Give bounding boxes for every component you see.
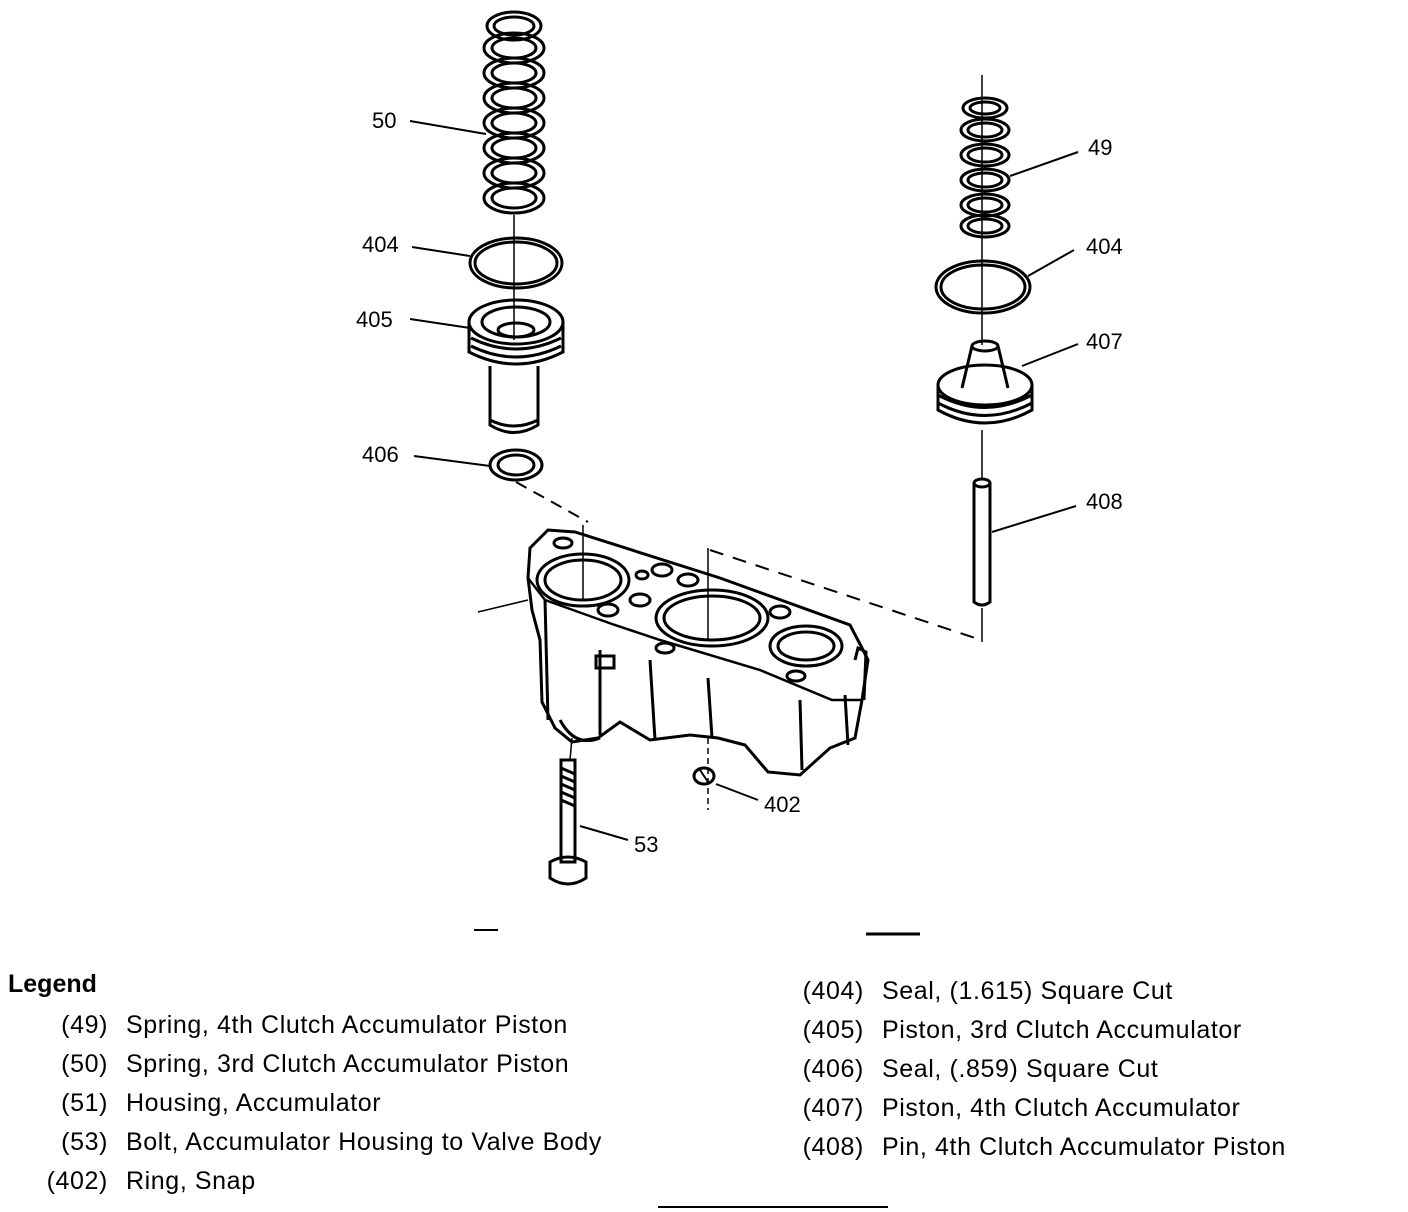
legend-item: (49) Spring, 4th Clutch Accumulator Pisto… <box>40 1011 568 1040</box>
callout-408: 408 <box>1086 489 1123 514</box>
legend-text: Piston, 3rd Clutch Accumulator <box>882 1016 1242 1044</box>
legend-item: (407) Piston, 4th Clutch Accumulator <box>796 1094 1240 1123</box>
legend-text: Piston, 4th Clutch Accumulator <box>882 1094 1241 1122</box>
legend-item: (406) Seal, (.859) Square Cut <box>796 1055 1158 1084</box>
seal-404-right <box>934 259 1032 315</box>
legend-item: (405) Piston, 3rd Clutch Accumulator <box>796 1016 1242 1045</box>
footer-rule <box>658 1206 888 1208</box>
legend-item: (402) Ring, Snap <box>40 1167 256 1196</box>
legend-number: (402) <box>46 1167 108 1195</box>
leader-lines <box>409 120 1079 841</box>
legend-text: Housing, Accumulator <box>126 1089 382 1117</box>
legend-item: (50) Spring, 3rd Clutch Accumulator Pisto… <box>40 1050 569 1079</box>
legend-number: (406) <box>802 1055 864 1083</box>
legend-number: (49) <box>61 1011 108 1039</box>
callout-50: 50 <box>372 108 396 133</box>
legend-text: Seal, (.859) Square Cut <box>882 1055 1159 1083</box>
pin-408 <box>972 477 992 607</box>
legend-item: (53) Bolt, Accumulator Housing to Valve B… <box>40 1128 602 1157</box>
callout-407: 407 <box>1086 329 1123 354</box>
seal-406 <box>488 448 544 482</box>
legend-item: (408) Pin, 4th Clutch Accumulator Piston <box>796 1133 1286 1162</box>
legend-text: Ring, Snap <box>126 1167 256 1195</box>
callout-406: 406 <box>362 442 399 467</box>
callout-49: 49 <box>1088 135 1112 160</box>
piston-405 <box>467 298 565 434</box>
legend-number: (50) <box>61 1050 108 1078</box>
legend-text: Spring, 3rd Clutch Accumulator Piston <box>126 1050 570 1078</box>
legend-number: (53) <box>61 1128 108 1156</box>
callout-53: 53 <box>634 832 658 857</box>
legend-item: (404) Seal, (1.615) Square Cut <box>796 977 1173 1006</box>
legend-text: Spring, 4th Clutch Accumulator Piston <box>126 1011 568 1039</box>
piston-407 <box>936 339 1034 425</box>
legend-text: Pin, 4th Clutch Accumulator Piston <box>882 1133 1286 1161</box>
bolt-53 <box>548 758 588 886</box>
callout-404-right: 404 <box>1086 234 1123 259</box>
spring-50 <box>482 10 546 215</box>
legend-text: Seal, (1.615) Square Cut <box>882 977 1173 1005</box>
seal-404-left <box>468 236 564 290</box>
legend-number: (408) <box>802 1133 864 1161</box>
legend-item: (51) Housing, Accumulator <box>40 1089 381 1118</box>
spring-49 <box>959 96 1011 239</box>
legend-text: Bolt, Accumulator Housing to Valve Body <box>126 1128 602 1156</box>
legend-number: (51) <box>61 1089 108 1117</box>
legend-number: (405) <box>802 1016 864 1044</box>
callout-405: 405 <box>356 307 393 332</box>
callout-402: 402 <box>764 792 801 817</box>
callout-404-left: 404 <box>362 232 399 257</box>
legend-number: (404) <box>802 977 864 1005</box>
exploded-parts-diagram: 50 404 405 406 49 404 407 408 402 53 <box>356 10 1123 936</box>
accumulator-housing-51 <box>526 528 870 777</box>
legend-number: (407) <box>802 1094 864 1122</box>
snap-ring-402 <box>692 766 716 786</box>
legend-title: Legend <box>8 970 97 998</box>
